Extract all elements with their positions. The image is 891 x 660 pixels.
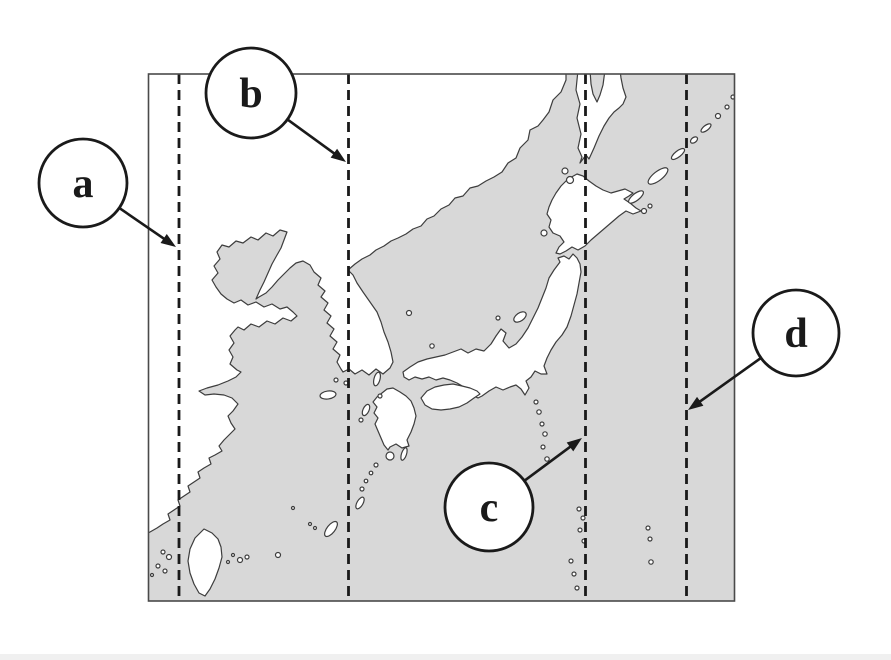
islet bbox=[373, 462, 379, 468]
islet bbox=[574, 585, 580, 591]
islet bbox=[627, 190, 645, 204]
islet bbox=[647, 167, 669, 185]
islet bbox=[539, 421, 545, 427]
islet bbox=[372, 371, 382, 387]
island-taiwan bbox=[187, 528, 223, 597]
islet bbox=[359, 486, 365, 492]
islet bbox=[724, 104, 730, 110]
mainland-asia bbox=[148, 74, 567, 534]
islet bbox=[225, 559, 231, 565]
callout-arrow bbox=[286, 118, 338, 156]
map-frame bbox=[147, 73, 736, 602]
callout-letter: b bbox=[239, 71, 262, 117]
islet bbox=[361, 403, 371, 417]
islet bbox=[368, 470, 374, 476]
islet bbox=[647, 536, 653, 542]
islet bbox=[385, 451, 395, 461]
islet bbox=[319, 390, 337, 400]
islet bbox=[540, 444, 546, 450]
callout-d: d bbox=[688, 288, 841, 410]
islet bbox=[542, 431, 548, 437]
callout-b: b bbox=[204, 46, 346, 162]
islet bbox=[576, 506, 582, 512]
islet bbox=[400, 447, 408, 461]
islet bbox=[568, 558, 574, 564]
islet bbox=[355, 496, 365, 510]
islet bbox=[160, 549, 166, 555]
callout-letter: c bbox=[480, 485, 499, 531]
islet bbox=[647, 203, 653, 209]
islet bbox=[533, 399, 539, 405]
islet bbox=[429, 343, 435, 349]
islet bbox=[405, 309, 413, 317]
islet bbox=[165, 553, 173, 561]
island-shikoku bbox=[420, 383, 481, 411]
callout-arrow bbox=[523, 444, 574, 482]
callout-circle bbox=[204, 46, 298, 140]
callout-c: c bbox=[443, 438, 582, 553]
arrowhead-icon bbox=[330, 148, 346, 162]
islet bbox=[730, 94, 735, 100]
meridians bbox=[177, 74, 688, 601]
islet bbox=[274, 551, 282, 559]
islet bbox=[565, 175, 575, 185]
islet bbox=[363, 478, 369, 484]
islet bbox=[149, 572, 155, 578]
islet bbox=[580, 515, 586, 521]
islet bbox=[155, 563, 161, 569]
islet bbox=[540, 229, 548, 237]
callout-arrow bbox=[118, 206, 167, 242]
callout-arrow bbox=[697, 356, 762, 405]
islet bbox=[648, 559, 654, 565]
callouts: a b c d bbox=[37, 46, 841, 553]
island-kyushu bbox=[372, 387, 417, 451]
arrowhead-icon bbox=[160, 233, 176, 247]
callout-letter: a bbox=[73, 161, 94, 207]
arrowhead-icon bbox=[566, 438, 582, 452]
islet bbox=[571, 571, 577, 577]
islet bbox=[577, 527, 583, 533]
islet bbox=[244, 554, 250, 560]
island-hokkaido bbox=[546, 173, 642, 255]
islet bbox=[307, 521, 313, 527]
islet bbox=[358, 417, 364, 423]
islet bbox=[640, 207, 648, 215]
arrowhead-icon bbox=[688, 396, 704, 410]
callout-a: a bbox=[37, 137, 176, 247]
islet bbox=[714, 112, 722, 120]
islet bbox=[230, 552, 236, 558]
islet bbox=[513, 311, 527, 323]
islet bbox=[689, 136, 699, 144]
islet bbox=[236, 556, 244, 564]
islet bbox=[333, 377, 339, 383]
islet bbox=[670, 147, 686, 161]
islet bbox=[536, 409, 542, 415]
islet bbox=[312, 525, 318, 531]
islet bbox=[324, 520, 338, 538]
islet bbox=[645, 525, 651, 531]
island-sakhalin bbox=[575, 74, 627, 164]
islet bbox=[561, 167, 569, 175]
islet bbox=[290, 505, 296, 511]
callout-circle bbox=[443, 461, 535, 553]
islet bbox=[700, 123, 712, 133]
footer-bar bbox=[0, 654, 891, 660]
callout-circle bbox=[751, 288, 841, 378]
islet bbox=[495, 315, 501, 321]
islet bbox=[162, 568, 168, 574]
callout-letter: d bbox=[784, 311, 807, 357]
callout-circle bbox=[37, 137, 129, 229]
islet bbox=[544, 456, 550, 462]
islet bbox=[377, 393, 383, 399]
